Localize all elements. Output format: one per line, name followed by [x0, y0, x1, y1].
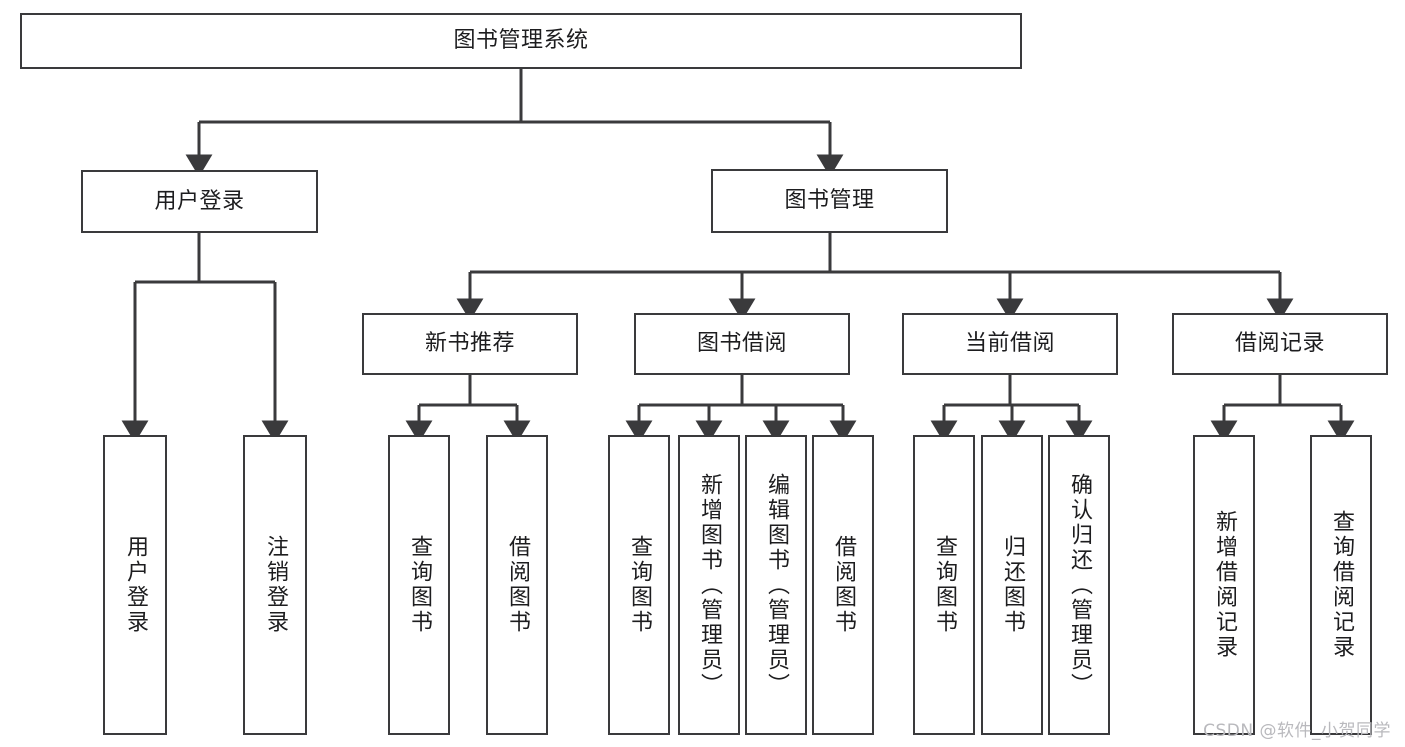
node-leaf-query-book-1-label: 查询图书: [406, 535, 432, 635]
node-new-book-recommend[interactable]: 新书推荐: [362, 313, 578, 375]
node-leaf-logout-label: 注销登录: [262, 535, 288, 635]
node-leaf-add-book[interactable]: 新增图书（管理员）: [678, 435, 740, 735]
node-user-login[interactable]: 用户登录: [81, 170, 318, 233]
node-new-book-recommend-label: 新书推荐: [424, 331, 515, 357]
node-book-manage[interactable]: 图书管理: [711, 169, 948, 233]
node-leaf-query-book-1[interactable]: 查询图书: [388, 435, 450, 735]
node-leaf-borrow-book-2[interactable]: 借阅图书: [812, 435, 874, 735]
node-root-label: 图书管理系统: [453, 28, 589, 54]
node-current-borrow-label: 当前借阅: [964, 331, 1055, 357]
node-leaf-borrow-book-1-label: 借阅图书: [504, 535, 530, 635]
node-root[interactable]: 图书管理系统: [20, 13, 1022, 69]
node-leaf-logout[interactable]: 注销登录: [243, 435, 307, 735]
node-leaf-return-book-label: 归还图书: [999, 535, 1025, 635]
node-book-manage-label: 图书管理: [784, 188, 875, 214]
node-leaf-query-book-3-label: 查询图书: [931, 535, 957, 635]
node-book-borrow-label: 图书借阅: [696, 331, 787, 357]
node-leaf-confirm-return-label: 确认归还（管理员）: [1066, 472, 1092, 698]
csdn-watermark: CSDN @软件_小贺同学: [1203, 721, 1391, 741]
node-leaf-query-record-label: 查询借阅记录: [1328, 510, 1354, 660]
node-leaf-edit-book-label: 编辑图书（管理员）: [763, 472, 789, 698]
node-leaf-confirm-return[interactable]: 确认归还（管理员）: [1048, 435, 1110, 735]
node-leaf-user-login-label: 用户登录: [122, 535, 148, 635]
node-leaf-query-book-2-label: 查询图书: [626, 535, 652, 635]
node-leaf-borrow-book-1[interactable]: 借阅图书: [486, 435, 548, 735]
node-leaf-return-book[interactable]: 归还图书: [981, 435, 1043, 735]
node-leaf-add-record[interactable]: 新增借阅记录: [1193, 435, 1255, 735]
node-leaf-query-book-2[interactable]: 查询图书: [608, 435, 670, 735]
node-leaf-add-record-label: 新增借阅记录: [1211, 510, 1237, 660]
node-leaf-add-book-label: 新增图书（管理员）: [696, 472, 722, 698]
node-leaf-user-login[interactable]: 用户登录: [103, 435, 167, 735]
node-leaf-edit-book[interactable]: 编辑图书（管理员）: [745, 435, 807, 735]
node-leaf-borrow-book-2-label: 借阅图书: [830, 535, 856, 635]
node-leaf-query-book-3[interactable]: 查询图书: [913, 435, 975, 735]
node-user-login-label: 用户登录: [154, 188, 245, 214]
node-current-borrow[interactable]: 当前借阅: [902, 313, 1118, 375]
node-leaf-query-record[interactable]: 查询借阅记录: [1310, 435, 1372, 735]
node-borrow-record[interactable]: 借阅记录: [1172, 313, 1388, 375]
node-borrow-record-label: 借阅记录: [1234, 331, 1325, 357]
node-book-borrow[interactable]: 图书借阅: [634, 313, 850, 375]
